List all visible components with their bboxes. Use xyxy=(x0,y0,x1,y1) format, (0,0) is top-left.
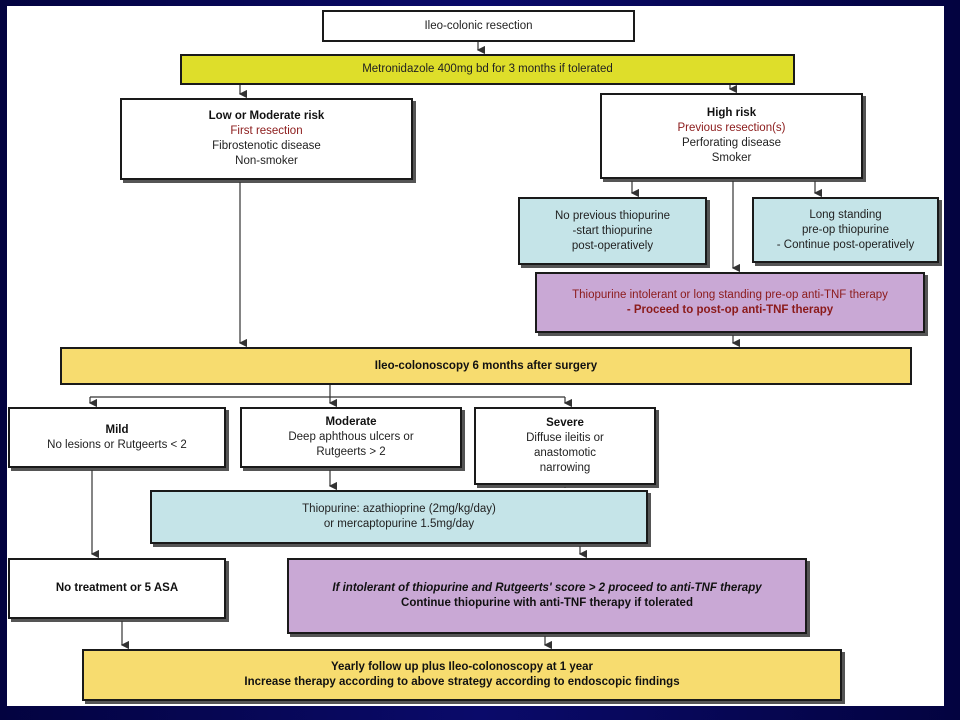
node-anti-tnf: If intolerant of thiopurine and Rutgeert… xyxy=(287,558,807,634)
high-risk-line-3: Smoker xyxy=(711,152,752,164)
node-long-standing-thiopurine: Long standing pre-op thiopurine - Contin… xyxy=(752,197,939,263)
anti-tnf-line-2: Continue thiopurine with anti-TNF therap… xyxy=(401,597,693,609)
mild-line-1: No lesions or Rutgeerts < 2 xyxy=(47,438,187,451)
anti-tnf-line-1: If intolerant of thiopurine and Rutgeert… xyxy=(332,582,762,594)
low-risk-line-2: Fibrostenotic disease xyxy=(212,140,321,152)
no-treatment-text: No treatment or 5 ASA xyxy=(55,582,179,594)
thiopurine-line-1: Thiopurine: azathioprine (2mg/kg/day) xyxy=(302,503,496,515)
node-moderate: Moderate Deep aphthous ulcers or Rutgeer… xyxy=(240,407,462,468)
severe-line-1: Diffuse ileitis or xyxy=(526,432,604,444)
no-prev-line-2: -start thiopurine xyxy=(572,224,653,237)
colonoscopy-text: Ileo-colonoscopy 6 months after surgery xyxy=(374,359,598,372)
low-risk-line-3: Non-smoker xyxy=(235,155,298,167)
long-standing-line-2: pre-op thiopurine xyxy=(802,223,889,236)
node-no-treatment: No treatment or 5 ASA xyxy=(8,558,226,619)
node-yearly-follow-up: Yearly follow up plus Ileo-colonoscopy a… xyxy=(82,649,842,701)
thiopurine-line-2: or mercaptopurine 1.5mg/day xyxy=(323,518,475,530)
moderate-line-2: Rutgeerts > 2 xyxy=(316,446,386,458)
high-risk-line-2: Perforating disease xyxy=(681,137,782,149)
node-severe: Severe Diffuse ileitis or anastomotic na… xyxy=(474,407,656,485)
resection-text: Ileo-colonic resection xyxy=(424,19,533,32)
node-mild: Mild No lesions or Rutgeerts < 2 xyxy=(8,407,226,468)
node-resection: Ileo-colonic resection xyxy=(322,10,635,42)
high-risk-title: High risk xyxy=(706,107,757,119)
moderate-title: Moderate xyxy=(325,416,377,428)
node-ileo-colonoscopy: Ileo-colonoscopy 6 months after surgery xyxy=(60,347,912,385)
node-thiopurine-therapy: Thiopurine: azathioprine (2mg/kg/day) or… xyxy=(150,490,648,544)
yearly-line-1: Yearly follow up plus Ileo-colonoscopy a… xyxy=(330,661,593,673)
metronidazole-text: Metronidazole 400mg bd for 3 months if t… xyxy=(362,63,613,75)
node-no-previous-thiopurine: No previous thiopurine -start thiopurine… xyxy=(518,197,707,265)
node-high-risk: High risk Previous resection(s) Perforat… xyxy=(600,93,863,179)
node-low-moderate-risk: Low or Moderate risk First resection Fib… xyxy=(120,98,413,180)
severe-title: Severe xyxy=(546,417,584,429)
severe-line-2: anastomotic xyxy=(533,447,596,459)
low-risk-line-1: First resection xyxy=(230,125,303,137)
no-prev-line-1: No previous thiopurine xyxy=(554,209,671,222)
intolerant-line-1: Thiopurine intolerant or long standing p… xyxy=(572,288,888,301)
moderate-line-1: Deep aphthous ulcers or xyxy=(288,431,414,443)
long-standing-line-1: Long standing xyxy=(809,208,882,221)
severe-line-3: narrowing xyxy=(539,462,591,474)
mild-title: Mild xyxy=(105,423,129,436)
node-metronidazole: Metronidazole 400mg bd for 3 months if t… xyxy=(180,54,795,85)
no-prev-line-3: post-operatively xyxy=(571,239,654,252)
node-thiopurine-intolerant: Thiopurine intolerant or long standing p… xyxy=(535,272,925,333)
yearly-line-2: Increase therapy according to above stra… xyxy=(244,676,680,688)
long-standing-line-3: - Continue post-operatively xyxy=(776,238,915,251)
low-risk-title: Low or Moderate risk xyxy=(208,110,325,122)
intolerant-line-2: - Proceed to post-op anti-TNF therapy xyxy=(626,303,834,316)
high-risk-line-1: Previous resection(s) xyxy=(677,122,786,134)
